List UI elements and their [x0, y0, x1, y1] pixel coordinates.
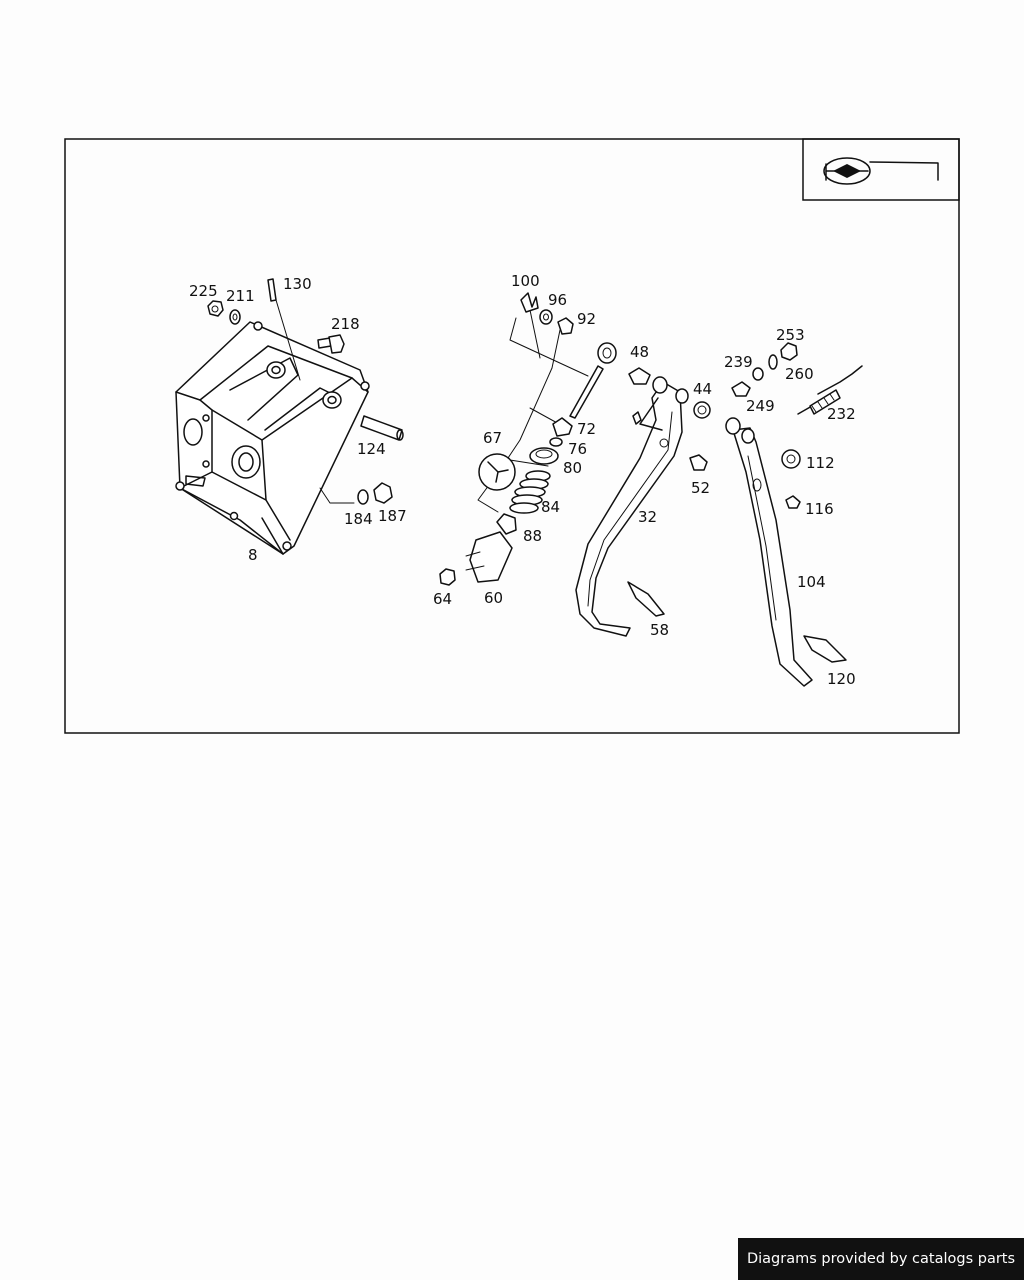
callout-32: 32: [638, 508, 657, 526]
callout-112: 112: [806, 454, 835, 472]
callout-72: 72: [577, 420, 596, 438]
icon-box: [802, 138, 960, 201]
callout-211: 211: [226, 287, 255, 305]
callout-60: 60: [484, 589, 503, 607]
callout-58: 58: [650, 621, 669, 639]
callout-76: 76: [568, 440, 587, 458]
clutch-pedal-drawing: [575, 367, 711, 637]
callout-130: 130: [283, 275, 312, 293]
callout-88: 88: [523, 527, 542, 545]
callout-187: 187: [378, 507, 407, 525]
callout-80: 80: [563, 459, 582, 477]
callout-48: 48: [630, 343, 649, 361]
callout-184: 184: [344, 510, 373, 528]
callout-100: 100: [511, 272, 540, 290]
pedal-bracket-drawing: [175, 321, 370, 555]
callout-64: 64: [433, 590, 452, 608]
callout-44: 44: [693, 380, 712, 398]
diagram-credit-banner: Diagrams provided by catalogs parts: [738, 1238, 1024, 1280]
callout-253: 253: [776, 326, 805, 344]
callout-67: 67: [483, 429, 502, 447]
callout-labels: 225 211 130 218 124 184 187 8 100 96 92 …: [189, 272, 856, 688]
callout-260: 260: [785, 365, 814, 383]
callout-116: 116: [805, 500, 834, 518]
bracket-hardware-drawing: [207, 278, 404, 505]
callout-104: 104: [797, 573, 826, 591]
callout-8: 8: [248, 546, 258, 564]
callout-232: 232: [827, 405, 856, 423]
callout-84: 84: [541, 498, 560, 516]
callout-120: 120: [827, 670, 856, 688]
callout-124: 124: [357, 440, 386, 458]
callout-239: 239: [724, 353, 753, 371]
diagram-frame: [64, 138, 960, 734]
callout-96: 96: [548, 291, 567, 309]
callout-92: 92: [577, 310, 596, 328]
diagram-credit-text: Diagrams provided by catalogs parts: [746, 1251, 1016, 1267]
cylinder-assembly-drawing: [439, 292, 617, 586]
callout-249: 249: [746, 397, 775, 415]
callout-218: 218: [331, 315, 360, 333]
callout-225: 225: [189, 282, 218, 300]
callout-52: 52: [691, 479, 710, 497]
steering-wheel-icon: [823, 157, 939, 185]
brake-pedal-drawing: [725, 342, 863, 687]
